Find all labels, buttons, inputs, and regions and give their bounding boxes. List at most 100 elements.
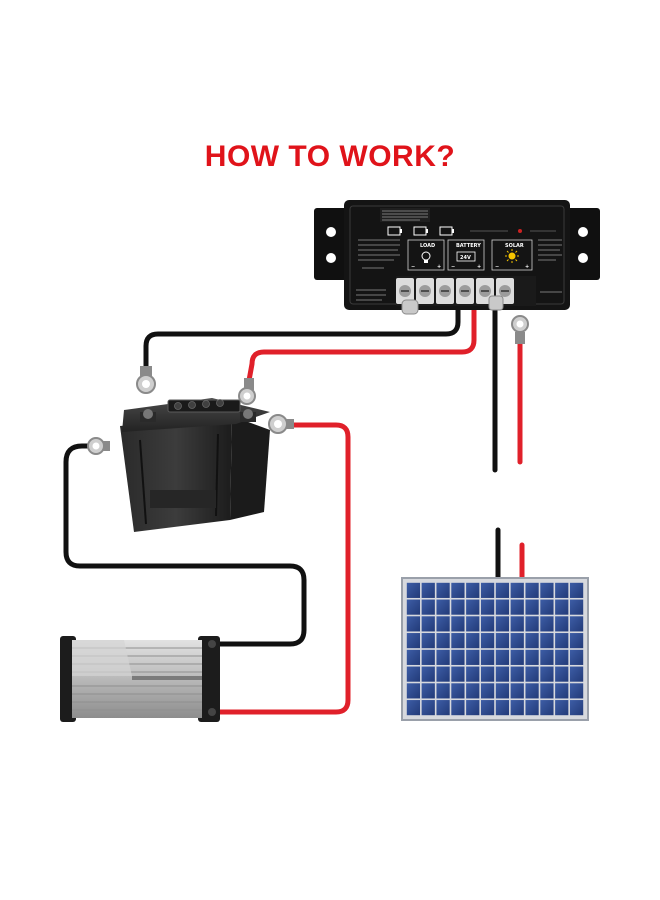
solar-cell	[555, 616, 569, 632]
solar-cell	[436, 633, 450, 649]
solar-cell	[510, 599, 524, 615]
status-led-icon	[518, 229, 522, 233]
solar-cell	[451, 700, 465, 716]
battery-icon	[439, 226, 454, 236]
ring-terminal-battery-black	[136, 366, 156, 394]
solar-cell	[436, 582, 450, 598]
solar-cell	[451, 649, 465, 665]
charge-controller: LOAD BATTERY SOLAR 24V − + − + − +	[314, 200, 600, 315]
label-battery: BATTERY	[456, 243, 481, 249]
solar-cell	[466, 666, 480, 682]
solar-cell	[406, 683, 421, 699]
solar-cell	[495, 633, 510, 649]
solar-cell	[421, 649, 435, 665]
solar-cell	[451, 582, 465, 598]
solar-cell	[525, 633, 539, 649]
solar-cell	[421, 666, 435, 682]
solar-cell	[495, 616, 510, 632]
solar-cell	[540, 616, 554, 632]
label-solar: SOLAR	[505, 243, 524, 249]
solar-cell	[421, 633, 435, 649]
solar-cell	[555, 582, 569, 598]
solar-cell	[525, 582, 539, 598]
solar-cell	[510, 666, 524, 682]
battery-terminal-negative	[140, 409, 156, 422]
solar-cell	[421, 599, 435, 615]
solar-cell	[451, 633, 465, 649]
red-wire-controller-to-battery	[245, 297, 477, 389]
solar-cell	[436, 666, 450, 682]
label-load: LOAD	[420, 243, 435, 249]
solar-cell	[406, 649, 421, 665]
solar-cell	[569, 633, 584, 649]
solar-cell	[406, 666, 421, 682]
solar-cell	[436, 616, 450, 632]
solar-cell	[436, 649, 450, 665]
battery-side	[230, 416, 270, 520]
solar-cell	[495, 582, 510, 598]
solar-cell	[510, 633, 524, 649]
solar-cell	[466, 582, 480, 598]
solar-cell	[510, 582, 524, 598]
solar-cell	[555, 683, 569, 699]
solar-cell	[421, 616, 435, 632]
ring-terminal-inverter-red	[268, 414, 294, 434]
solar-cell	[525, 649, 539, 665]
black-wire-battery-to-inverter	[63, 443, 307, 647]
solar-cell	[555, 700, 569, 716]
battery-icon	[387, 226, 402, 236]
solar-panel-frame	[401, 577, 589, 721]
minus-mark: −	[411, 264, 415, 270]
solar-cell	[510, 616, 524, 632]
solar-cell	[421, 582, 435, 598]
solar-cell	[525, 666, 539, 682]
minus-mark: −	[451, 264, 455, 270]
battery-voltage-badge	[456, 251, 476, 262]
controller-flange-right	[566, 208, 600, 280]
solar-cell	[525, 599, 539, 615]
solar-cell	[510, 700, 524, 716]
ring-terminals	[87, 315, 529, 455]
solar-cell	[480, 582, 495, 598]
plus-mark: +	[477, 264, 481, 270]
solar-cell	[451, 666, 465, 682]
ring-terminal-inverter-black	[87, 437, 110, 455]
solar-cell	[540, 599, 554, 615]
solar-cell	[406, 700, 421, 716]
plus-mark: +	[437, 264, 441, 270]
solar-cells	[406, 582, 584, 716]
solar-cell	[451, 599, 465, 615]
solar-cell	[466, 649, 480, 665]
solar-cell	[436, 700, 450, 716]
solar-panel	[401, 577, 589, 721]
solar-cell	[510, 649, 524, 665]
solar-cell	[525, 683, 539, 699]
solar-cell	[406, 582, 421, 598]
solar-cell	[406, 616, 421, 632]
red-wire-battery-to-inverter	[211, 422, 351, 715]
battery-voltage: 24V	[460, 255, 471, 261]
solar-cell	[525, 700, 539, 716]
solar-cell	[555, 599, 569, 615]
solar-cell	[540, 700, 554, 716]
solar-cell	[406, 633, 421, 649]
solar-cell	[555, 633, 569, 649]
bulb-icon	[421, 251, 431, 263]
solar-cell	[436, 683, 450, 699]
solar-cell	[466, 633, 480, 649]
solar-cell	[421, 683, 435, 699]
solar-cell	[406, 599, 421, 615]
solar-cell	[569, 666, 584, 682]
solar-cell	[495, 666, 510, 682]
controller-flange-left	[314, 208, 350, 280]
solar-cell	[495, 700, 510, 716]
solar-cell	[480, 599, 495, 615]
ring-terminal-solar-red	[511, 315, 529, 344]
solar-cell	[480, 666, 495, 682]
solar-cell	[480, 700, 495, 716]
solar-cell	[540, 666, 554, 682]
solar-cell	[466, 599, 480, 615]
solar-cell	[540, 649, 554, 665]
solar-cell	[555, 666, 569, 682]
solar-cell	[569, 599, 584, 615]
